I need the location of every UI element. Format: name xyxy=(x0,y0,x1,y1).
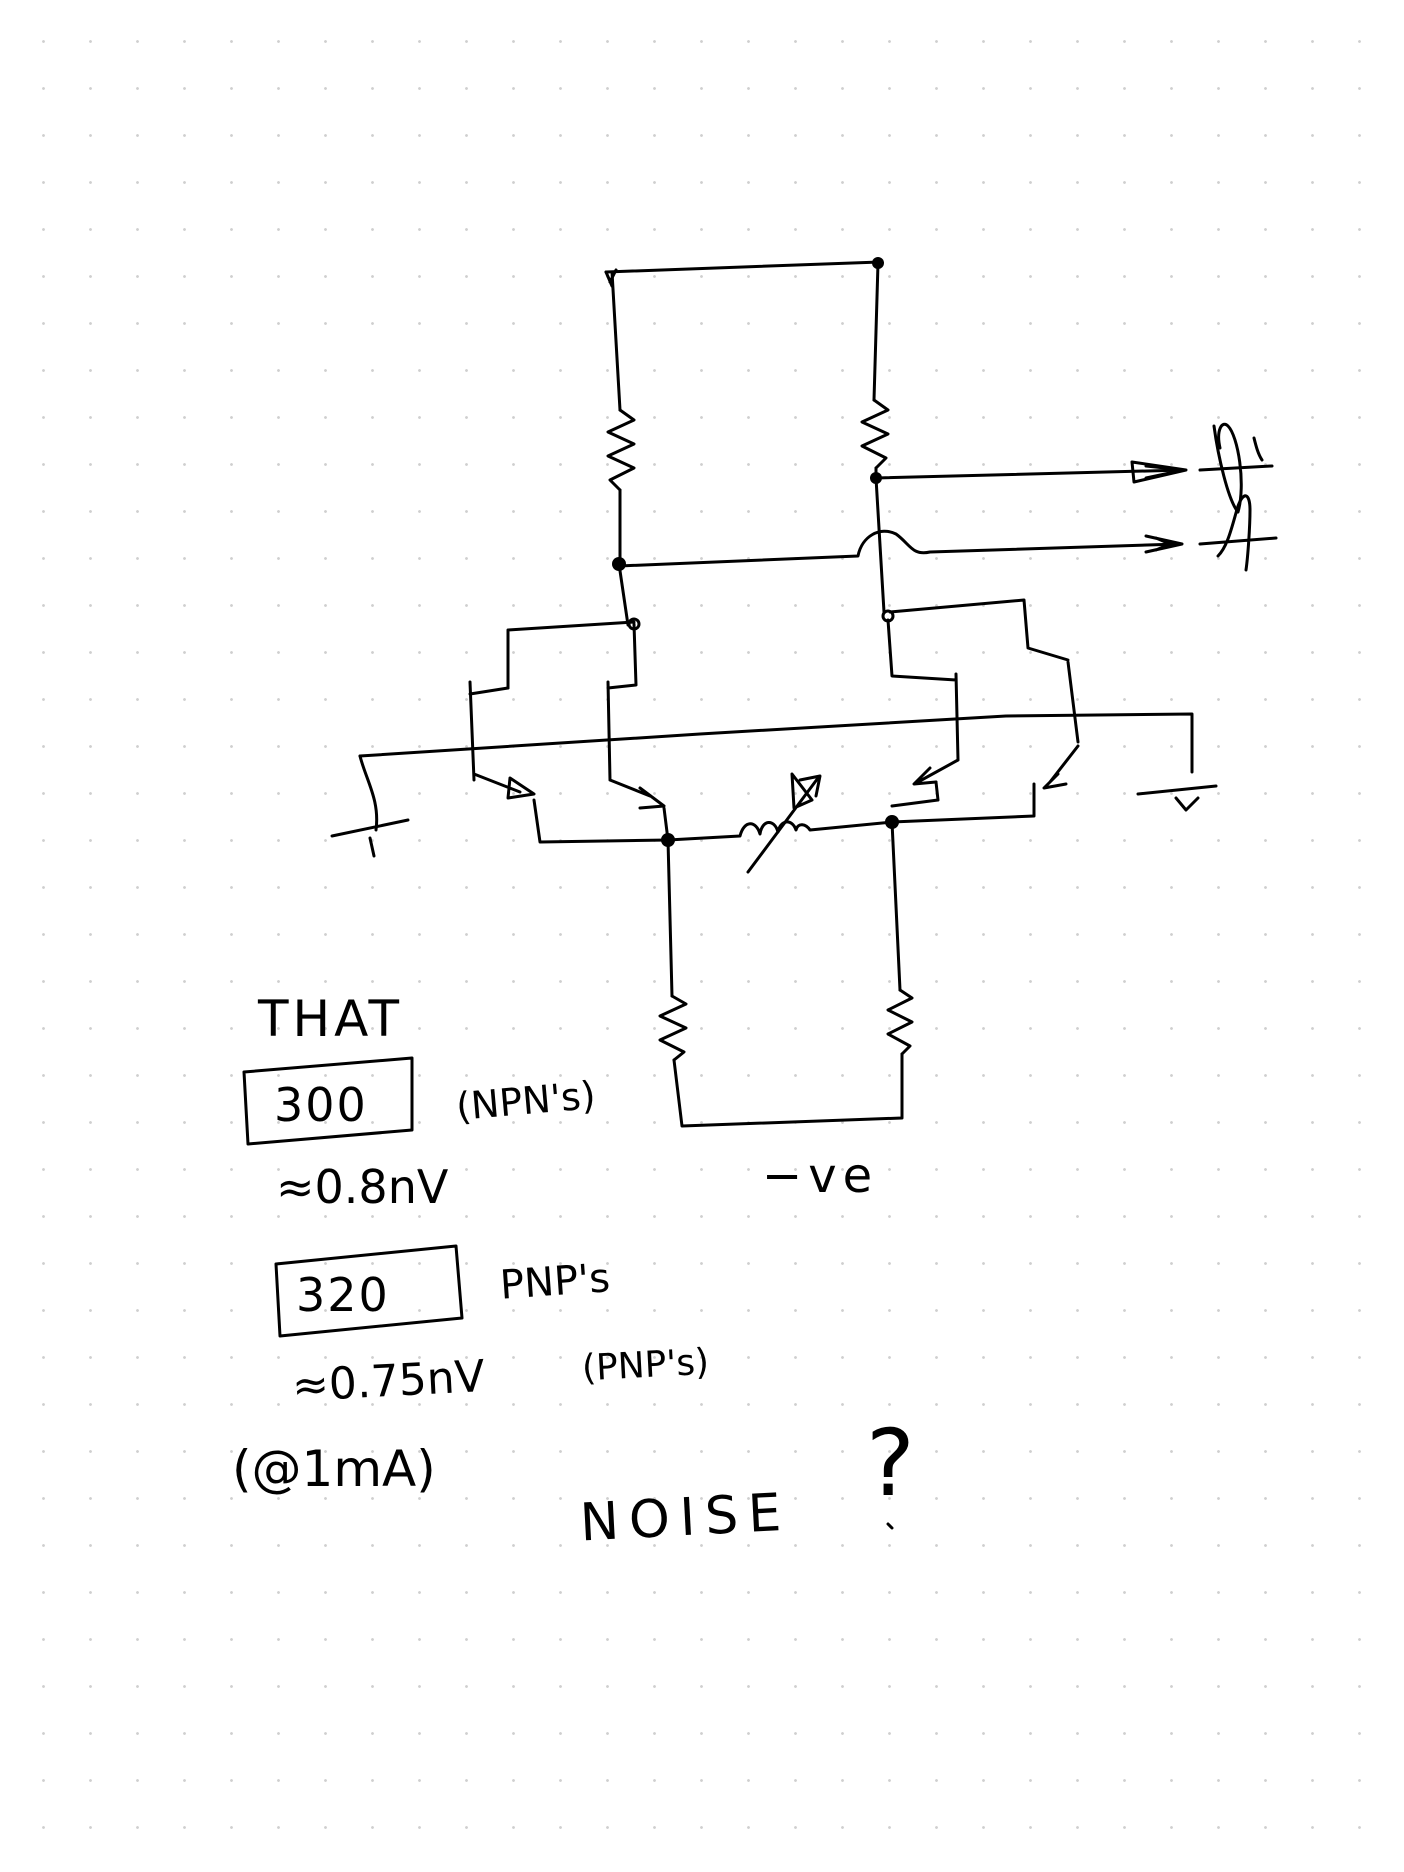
right-cascode-transistor xyxy=(1042,660,1080,790)
left-collector-wire xyxy=(617,562,630,627)
npn-noise-value: ≈0.8nV xyxy=(276,1160,449,1214)
pnp-note: PNP's xyxy=(498,1255,612,1309)
output-line-lower xyxy=(617,529,1182,568)
right-load-resistor xyxy=(860,398,890,470)
npn-part-number: 300 xyxy=(274,1078,368,1132)
output-arrow-upper xyxy=(1130,460,1188,484)
left-load-resistor xyxy=(606,408,636,492)
pnp-noise-value: ≈0.75nV xyxy=(290,1350,487,1413)
npn-part-box xyxy=(242,1056,414,1146)
left-load-wire-upper xyxy=(610,270,622,412)
npn-note: (NPN's) xyxy=(454,1072,598,1130)
right-ground-symbol xyxy=(1136,784,1218,812)
right-cascode-collector-wire xyxy=(888,598,1070,662)
right-load-wire-upper xyxy=(872,261,880,402)
bias-current-label: (@1mA) xyxy=(232,1440,436,1498)
pnp-noise-note: (PNP's) xyxy=(580,1341,711,1390)
output-waveform-lower xyxy=(1198,494,1278,572)
question-mark: ? xyxy=(866,1410,915,1517)
output-arrow-lower xyxy=(1144,534,1184,554)
manufacturer-label: THAT xyxy=(258,990,404,1048)
output-line-upper xyxy=(874,468,1186,480)
right-diff-transistor xyxy=(886,618,960,786)
negative-supply-label: −ve xyxy=(762,1148,879,1204)
left-input-lead xyxy=(358,754,379,832)
right-emitter-tie-inner xyxy=(890,780,940,808)
noise-question: NOISE xyxy=(578,1482,793,1554)
right-collector-wire xyxy=(874,476,886,614)
left-tail-wire xyxy=(666,838,674,998)
right-tail-resistor xyxy=(886,988,914,1056)
top-rail-wire xyxy=(604,260,882,274)
pnp-part-number: 320 xyxy=(296,1268,390,1322)
negative-supply-rail xyxy=(672,1052,904,1128)
gain-resistor-arrow xyxy=(746,772,822,874)
output-waveform-upper xyxy=(1198,422,1274,514)
left-cascode-collector-wire xyxy=(506,620,636,690)
left-cascode-transistor xyxy=(468,680,536,800)
left-tail-resistor xyxy=(658,994,688,1062)
right-emitter-tie xyxy=(890,782,1036,824)
pnp-part-box xyxy=(274,1244,464,1338)
left-diff-transistor xyxy=(606,622,666,810)
right-tail-wire xyxy=(890,820,902,992)
left-input-symbol xyxy=(330,818,410,858)
base-bias-line xyxy=(358,712,1194,774)
question-mark-dot xyxy=(886,1522,894,1530)
